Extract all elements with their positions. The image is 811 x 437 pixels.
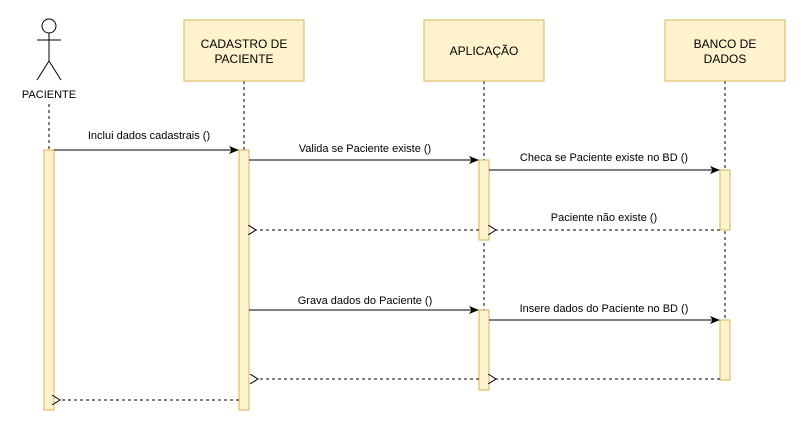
activation-banco-2 xyxy=(719,319,731,381)
actor-left-leg xyxy=(36,60,50,81)
participant-label-line1: BANCO DE xyxy=(694,37,757,51)
activation-paciente xyxy=(43,149,55,411)
activation-aplicacao-2 xyxy=(478,309,490,391)
actor-right-leg xyxy=(48,60,62,81)
actor-paciente[interactable]: PACIENTE xyxy=(22,18,76,101)
participant-label-line2: PACIENTE xyxy=(214,52,273,66)
activation-cadastro xyxy=(238,149,250,411)
message-label: Paciente não existe () xyxy=(551,212,657,224)
participant-aplicacao[interactable]: APLICAÇÃO xyxy=(423,19,545,82)
activation-banco-1 xyxy=(719,169,731,231)
message-checa-paciente[interactable]: Checa se Paciente existe no BD () xyxy=(489,152,720,174)
activation-aplicacao-1 xyxy=(478,159,490,241)
actor-label: PACIENTE xyxy=(22,89,76,101)
message-label: Valida se Paciente existe () xyxy=(299,143,431,155)
message-insere-dados[interactable]: Insere dados do Paciente no BD () xyxy=(489,303,720,324)
message-valida-paciente[interactable]: Valida se Paciente existe () xyxy=(249,143,479,164)
return-paciente-nao-existe[interactable]: Paciente não existe () xyxy=(496,212,720,230)
participant-label-line1: APLICAÇÃO xyxy=(450,44,519,58)
participant-banco[interactable]: BANCO DE DADOS xyxy=(664,19,786,82)
participant-label-line1: CADASTRO DE xyxy=(201,37,288,51)
participant-cadastro[interactable]: CADASTRO DE PACIENTE xyxy=(183,19,305,82)
message-label: Checa se Paciente existe no BD () xyxy=(520,152,688,164)
message-inclui-dados[interactable]: Inclui dados cadastrais () xyxy=(54,130,239,154)
participant-box xyxy=(423,19,545,82)
participant-box xyxy=(183,19,305,82)
message-label: Inclui dados cadastrais () xyxy=(88,130,210,142)
message-label: Insere dados do Paciente no BD () xyxy=(520,303,689,315)
actor-head xyxy=(41,18,57,34)
message-label: Grava dados do Paciente () xyxy=(298,295,433,307)
participant-box xyxy=(664,19,786,82)
participant-label-line2: DADOS xyxy=(704,52,747,66)
message-grava-dados[interactable]: Grava dados do Paciente () xyxy=(249,295,479,314)
